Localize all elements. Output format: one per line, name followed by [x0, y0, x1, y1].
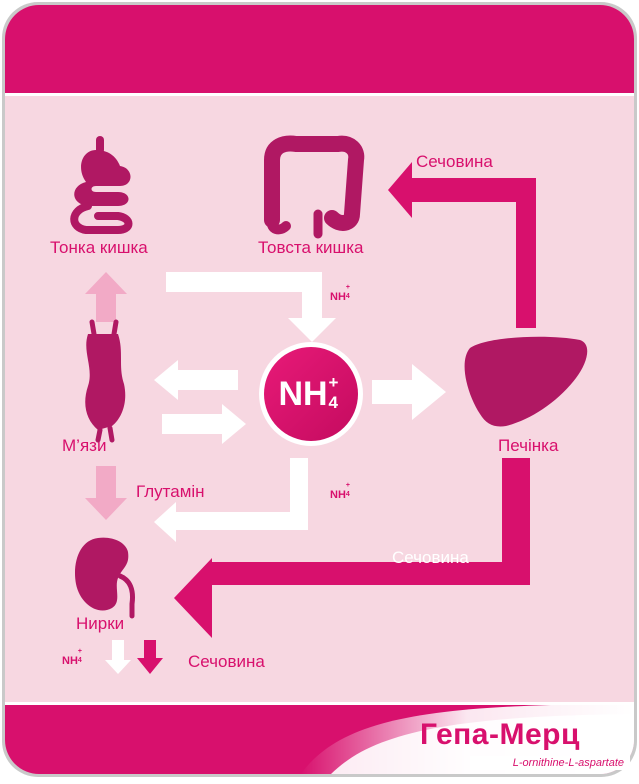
ammonium-label-top: NH+4: [330, 290, 351, 303]
label-kidneys: Нирки: [76, 614, 124, 634]
ammonium-label-mid: NH+4: [330, 488, 351, 501]
footer-divider: [5, 702, 634, 705]
header-band: [5, 5, 634, 93]
brand-subtitle: L-ornithine-L-aspartate: [470, 756, 630, 770]
label-muscles: М’язи: [62, 436, 106, 456]
label-urea-bottom: Сечовина: [188, 652, 265, 672]
label-large-intestine: Товста кишка: [258, 238, 363, 258]
label-urea-mid: Сечовина: [392, 548, 469, 568]
label-urea-top: Сечовина: [416, 152, 493, 172]
ammonium-label-kidney: NH+4: [62, 654, 83, 667]
label-small-intestine: Тонка кишка: [50, 238, 148, 258]
brand-name: Гепа-Мерц: [420, 718, 580, 752]
label-liver: Печінка: [498, 436, 558, 456]
ammonium-center-label: NH+4: [260, 344, 360, 444]
label-glutamine: Глутамін: [136, 482, 205, 502]
header-divider: [5, 93, 634, 96]
